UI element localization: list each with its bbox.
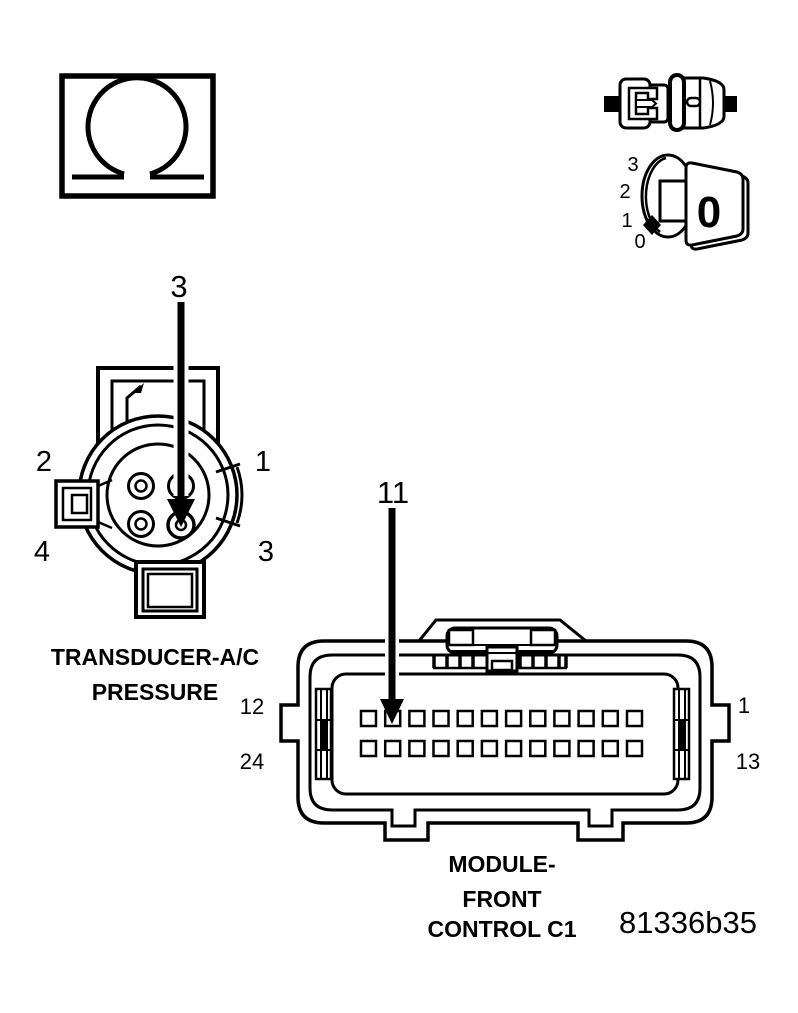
transducer-pin-4 xyxy=(127,510,155,538)
module-seal-right xyxy=(672,687,691,781)
dial-position-0: 0 xyxy=(634,231,645,253)
module-pin-grid xyxy=(359,709,644,758)
module-label-24: 24 xyxy=(240,749,264,774)
key-head xyxy=(684,161,745,247)
module-name-line3: CONTROL C1 xyxy=(427,916,576,942)
transducer-pin1-label: 1 xyxy=(255,446,271,478)
module-seal-left xyxy=(314,687,333,781)
module-pin-8 xyxy=(456,709,474,728)
module-pin-3 xyxy=(577,709,595,728)
module-pin-15 xyxy=(577,739,595,758)
module-pin-23 xyxy=(383,739,402,758)
module-latch xyxy=(445,626,559,673)
transducer-connector: 3 2 1 4 3 TRANSDUCER-A/C PRESSURE xyxy=(34,269,274,705)
module-pin-4 xyxy=(553,709,571,728)
module-label-12: 12 xyxy=(240,694,264,719)
key-position-label: 0 xyxy=(697,188,721,237)
module-pin-18 xyxy=(504,739,523,758)
transducer-callout-label: 3 xyxy=(170,269,187,304)
transducer-side-tab xyxy=(54,478,113,530)
ignition-dial-icon: 3 2 1 0 0 xyxy=(619,153,750,253)
module-pin-17 xyxy=(529,739,547,758)
module-label-1: 1 xyxy=(738,693,750,718)
module-pin-9 xyxy=(432,709,450,728)
transducer-pin3-label: 3 xyxy=(258,536,274,568)
transducer-pin-2 xyxy=(127,472,155,500)
transducer-pin2-label: 2 xyxy=(36,446,52,478)
module-connector: 11 12 24 1 13 MODULE- FRONT CONTROL C1 xyxy=(240,475,760,942)
module-pin-1 xyxy=(625,709,644,728)
module-pin-12 xyxy=(359,709,378,728)
transducer-pin4-label: 4 xyxy=(34,536,50,568)
module-pin-21 xyxy=(432,739,450,758)
module-pin-19 xyxy=(480,739,499,758)
module-pin-22 xyxy=(408,739,426,758)
connector-pair-icon xyxy=(604,73,737,132)
transducer-name-line1: TRANSDUCER-A/C xyxy=(51,644,259,670)
module-pin-24 xyxy=(359,739,378,758)
module-pin-16 xyxy=(553,739,571,758)
module-pin-20 xyxy=(456,739,474,758)
wire-stub-right xyxy=(723,96,737,112)
callout-arrow-pin3 xyxy=(167,300,195,527)
dial-position-1: 1 xyxy=(621,210,632,232)
module-name-line2: FRONT xyxy=(462,886,541,912)
wire-stub-left xyxy=(604,96,622,112)
module-pin-5 xyxy=(529,709,547,728)
module-pin-10 xyxy=(408,709,426,728)
module-pin-6 xyxy=(504,709,523,728)
transducer-bottom-tab xyxy=(134,560,206,619)
module-pin-14 xyxy=(601,739,620,758)
module-pin-7 xyxy=(480,709,499,728)
dial-pointer-diamond xyxy=(643,215,661,235)
module-callout-label: 11 xyxy=(377,475,409,510)
module-pin-13 xyxy=(625,739,644,758)
module-label-13: 13 xyxy=(736,749,760,774)
figure-code: 81336b35 xyxy=(619,905,757,940)
module-name-line1: MODULE- xyxy=(448,851,555,877)
dial-position-3: 3 xyxy=(627,154,638,176)
callout-arrow-pin11 xyxy=(380,505,404,724)
ohmmeter-symbol xyxy=(59,73,216,199)
dial-position-2: 2 xyxy=(619,181,630,203)
module-pin-2 xyxy=(601,709,620,728)
transducer-name-line2: PRESSURE xyxy=(92,679,219,705)
